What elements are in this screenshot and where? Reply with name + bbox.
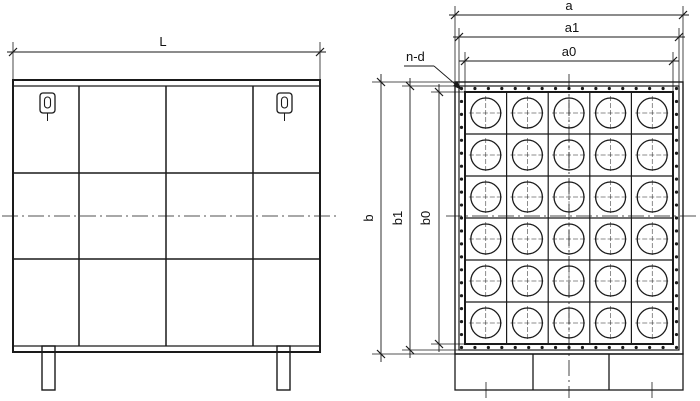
filter-holes xyxy=(468,96,670,340)
bolt-hole xyxy=(674,151,679,155)
bolt-hole xyxy=(486,345,490,350)
bolt-hole xyxy=(527,86,531,91)
bolt-hole xyxy=(674,99,679,104)
bolt-hole xyxy=(648,345,652,350)
bolt-hole xyxy=(661,86,665,91)
lifting-lug-icon xyxy=(39,92,56,121)
bolt-hole xyxy=(459,345,464,350)
bolt-hole xyxy=(674,138,679,142)
side-view: L xyxy=(2,34,340,391)
dimension-b0 xyxy=(431,84,465,352)
bolt-hole xyxy=(473,86,477,91)
bolt-hole xyxy=(513,86,517,91)
bolt-holes xyxy=(459,86,679,350)
bolt-hole xyxy=(459,177,464,181)
dimension-L xyxy=(7,42,326,80)
bolt-hole xyxy=(674,307,679,311)
bolt-hole xyxy=(459,216,464,220)
bolt-hole xyxy=(500,86,504,91)
bolt-hole xyxy=(459,190,464,194)
bolt-hole xyxy=(513,345,517,350)
bolt-hole xyxy=(459,255,464,259)
bolt-hole xyxy=(621,86,625,91)
dimension-label-a1: a1 xyxy=(565,20,579,35)
bolt-hole xyxy=(459,229,464,233)
bolt-hole xyxy=(674,177,679,181)
support-leg xyxy=(276,345,291,391)
bolt-hole xyxy=(674,320,679,324)
bolt-hole xyxy=(553,345,558,350)
dimension-label-a: a xyxy=(565,0,573,13)
bolt-hole xyxy=(459,125,464,129)
bolt-hole xyxy=(553,86,558,91)
bolt-hole xyxy=(459,320,464,324)
bolt-hole xyxy=(607,345,611,350)
bolt-hole xyxy=(580,345,585,350)
bolt-hole xyxy=(594,345,598,350)
bolt-hole xyxy=(486,86,490,91)
bolt-hole xyxy=(459,99,464,104)
bolt-hole xyxy=(459,138,464,142)
lifting-lug-icon xyxy=(276,92,293,121)
bolt-hole xyxy=(459,281,464,285)
bolt-hole xyxy=(580,86,585,91)
bolt-hole xyxy=(634,86,638,91)
bolt-hole xyxy=(674,112,679,116)
bolt-hole xyxy=(540,345,544,350)
bolt-hole xyxy=(459,151,464,155)
bolt-hole xyxy=(459,242,464,246)
bolt-hole xyxy=(674,125,679,129)
dimension-label-a0: a0 xyxy=(562,44,576,59)
bolt-hole xyxy=(459,203,464,207)
bolt-hole xyxy=(674,281,679,285)
bolt-hole xyxy=(540,86,544,91)
bolt-hole xyxy=(674,203,679,207)
bolt-hole xyxy=(674,190,679,194)
bolt-hole xyxy=(500,345,504,350)
dimension-label-b: b xyxy=(361,214,376,221)
bolt-hole xyxy=(527,345,531,350)
bolt-hole xyxy=(459,332,464,337)
bolt-hole xyxy=(674,332,679,337)
dimension-b xyxy=(372,74,455,362)
bolt-hole xyxy=(674,86,679,91)
bolt-hole xyxy=(459,112,464,116)
bolt-hole xyxy=(607,86,611,91)
bolt-hole xyxy=(674,216,679,220)
support-leg xyxy=(41,345,56,391)
dimension-a1 xyxy=(453,28,685,86)
leader-label-n-d: n-d xyxy=(406,49,425,64)
bolt-hole xyxy=(674,242,679,246)
dimension-label-b0: b0 xyxy=(418,211,433,225)
bolt-hole xyxy=(473,345,477,350)
bolt-hole xyxy=(674,294,679,298)
dimension-b1 xyxy=(402,78,459,358)
front-view: a a1 a0 n-d xyxy=(361,0,698,398)
bolt-hole xyxy=(674,345,679,350)
bolt-hole xyxy=(648,86,652,91)
bolt-hole xyxy=(674,268,679,272)
bolt-hole xyxy=(459,268,464,272)
bolt-hole xyxy=(661,345,665,350)
dimension-label-b1: b1 xyxy=(390,211,405,225)
bolt-hole xyxy=(674,229,679,233)
dimension-a xyxy=(449,6,689,82)
dimension-label-L: L xyxy=(159,34,166,49)
dimension-a0 xyxy=(459,52,679,92)
bolt-hole xyxy=(674,164,679,168)
bolt-hole xyxy=(674,255,679,259)
bolt-hole xyxy=(459,164,464,168)
bolt-hole xyxy=(594,86,598,91)
bolt-hole xyxy=(621,345,625,350)
bolt-hole xyxy=(459,307,464,311)
bolt-hole xyxy=(634,345,638,350)
bolt-hole xyxy=(459,294,464,298)
